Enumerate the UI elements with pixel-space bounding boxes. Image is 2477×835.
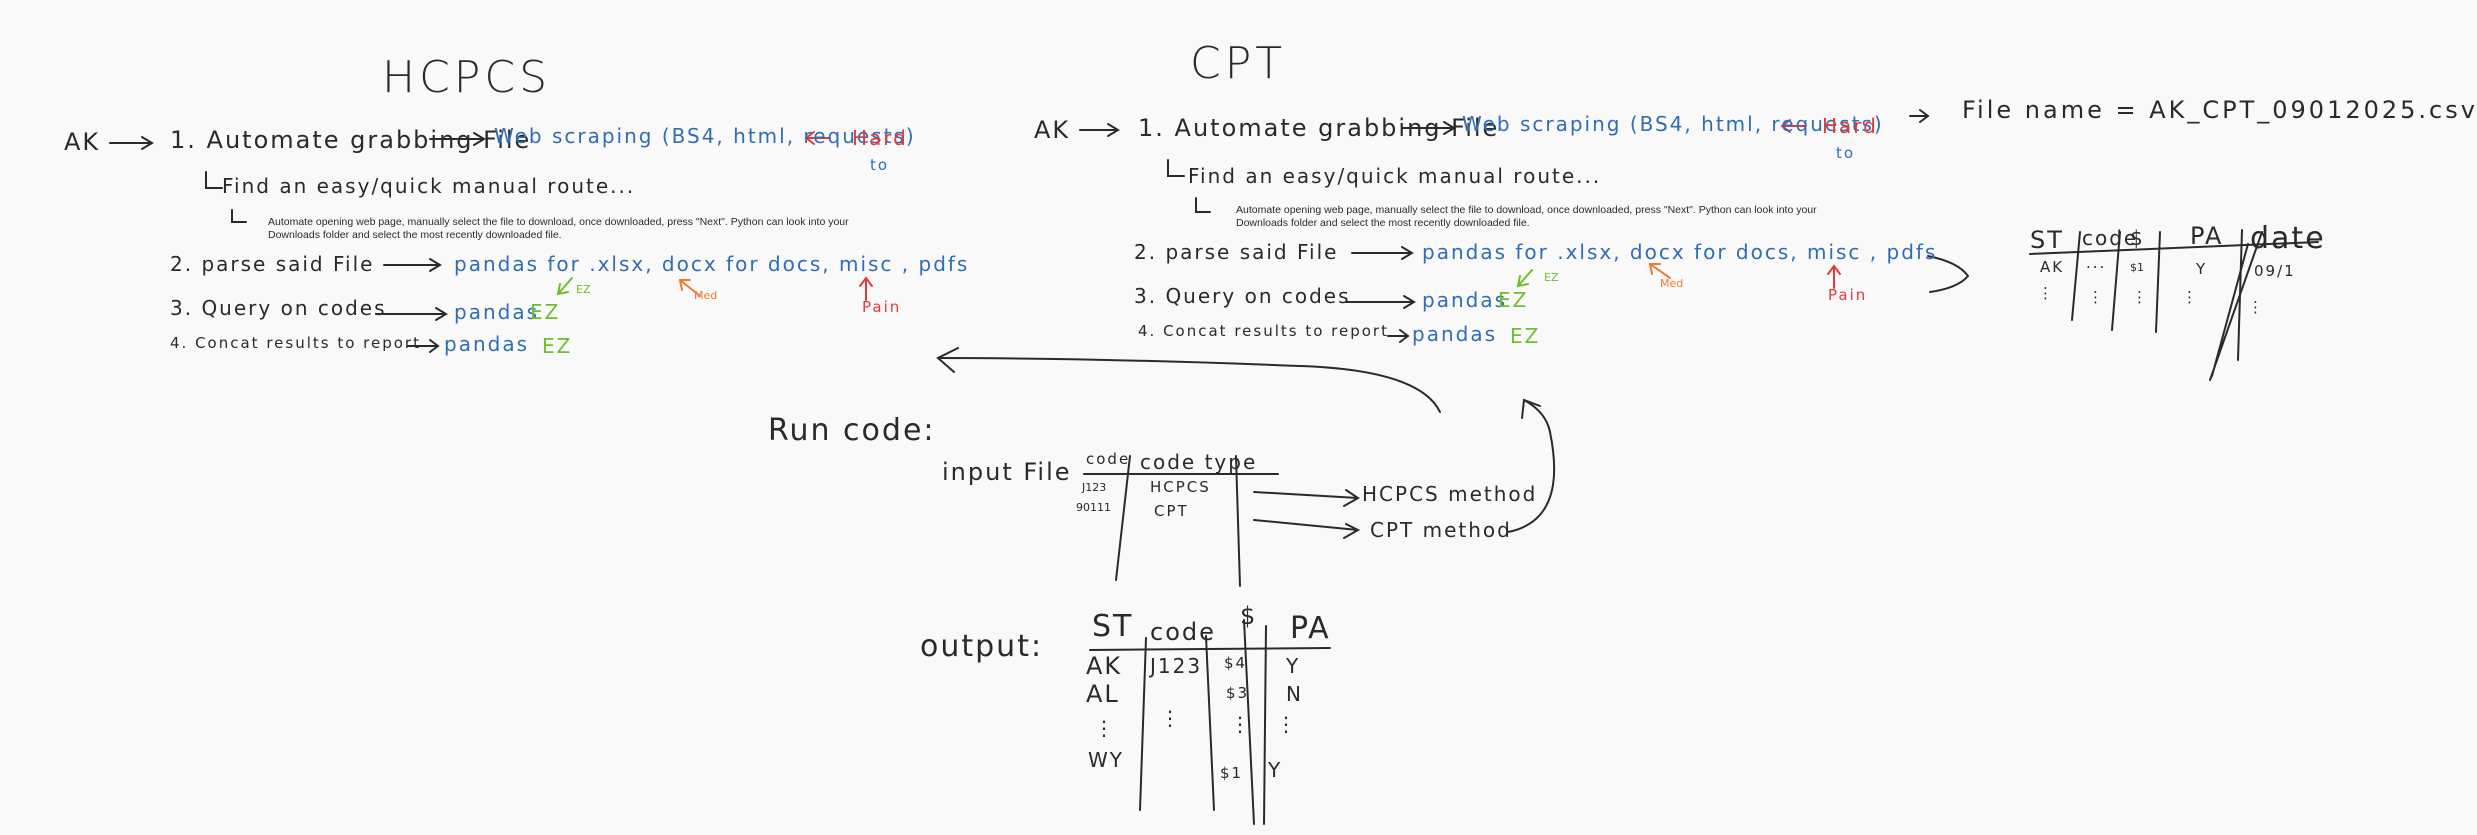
cpt-table-header-pa: PA (2190, 222, 2224, 250)
output-row1-st: AK (1086, 652, 1123, 680)
cpt-filename-label: File name = AK_CPT_09012025.csv (1962, 96, 2477, 124)
cpt-step2-tag-ez: EZ (1544, 271, 1559, 284)
cpt-step3: 3. Query on codes (1134, 284, 1351, 308)
output-row3-pa: Y (1268, 758, 1283, 782)
output-row2-st: AL (1086, 680, 1120, 708)
input-row2-type: CPT (1154, 502, 1189, 520)
output-ellipsis-price: ⋮ (1230, 712, 1250, 736)
hcpcs-step2-tag-ez: EZ (576, 283, 591, 296)
output-ellipsis-code: ⋮ (1160, 706, 1180, 730)
hcpcs-step3-result: pandas (454, 300, 539, 324)
input-row1-code: J123 (1082, 481, 1107, 494)
output-header-pa: PA (1290, 611, 1331, 646)
cpt-step1-result: Web scraping (BS4, html, requests) (1462, 112, 1884, 136)
cpt-step2-tag-pain: Pain (1828, 286, 1868, 304)
output-ellipsis-pa: ⋮ (1276, 712, 1296, 736)
hcpcs-step4-tag: EZ (542, 334, 573, 358)
hcpcs-note: Automate opening web page, manually sele… (268, 216, 849, 241)
output-ellipsis-st: ⋮ (1094, 716, 1114, 740)
cpt-step2-result: pandas for .xlsx, docx for docs, misc , … (1422, 240, 1938, 264)
cpt-table-cell-st: AK (2040, 258, 2065, 276)
output-header-price: $ (1240, 602, 1258, 630)
output-header-code: code (1150, 618, 1216, 646)
cpt-table-header-st: ST (2030, 226, 2064, 254)
cpt-table-cell-price: $1 (2130, 261, 2144, 274)
cpt-state: AK (1034, 116, 1071, 144)
cpt-table-cell-pa: Y (2196, 260, 2208, 278)
hcpcs-step1: 1. Automate grabbing File (170, 126, 532, 154)
input-row1-type: HCPCS (1150, 478, 1211, 496)
cpt-note: Automate opening web page, manually sele… (1236, 204, 1817, 229)
hcpcs-step2-result: pandas for .xlsx, docx for docs, misc , … (454, 252, 970, 276)
hcpcs-step2: 2. parse said File (170, 252, 375, 276)
hcpcs-step2-tag-pain: Pain (862, 298, 902, 316)
cpt-table-ellipsis-st: ⋮ (2038, 284, 2053, 302)
cpt-table-ellipsis-date: ⋮ (2248, 298, 2263, 316)
input-file-label: input File (942, 458, 1072, 486)
output-row1-price: $4 (1224, 654, 1248, 672)
hcpcs-step1-difficulty: Hard (852, 126, 908, 150)
cpt-step1: 1. Automate grabbing File (1138, 114, 1500, 142)
cpt-step2: 2. parse said File (1134, 240, 1339, 264)
output-row1-pa: Y (1286, 654, 1301, 678)
output-row2-price: $3 (1226, 684, 1250, 702)
input-header-code-type: code type (1140, 450, 1258, 474)
cpt-step4: 4. Concat results to report (1138, 322, 1389, 340)
output-row2-pa: N (1286, 682, 1303, 706)
hcpcs-step1-difficulty-suffix: to (870, 156, 890, 174)
cpt-table-ellipsis-pa: ⋮ (2182, 288, 2197, 306)
hcpcs-fallback: Find an easy/quick manual route... (222, 174, 636, 198)
input-header-code: code (1086, 450, 1131, 468)
hcpcs-step3: 3. Query on codes (170, 296, 387, 320)
hcpcs-state: AK (64, 128, 101, 156)
output-row3-st: WY (1088, 748, 1124, 772)
cpt-table-ellipsis-price: ⋮ (2132, 288, 2147, 306)
cpt-step1-difficulty: Hard (1822, 114, 1878, 138)
output-row3-price: $1 (1220, 764, 1244, 782)
cpt-table-header-price: $ (2130, 226, 2145, 250)
cpt-table-header-code: code (2082, 226, 2139, 250)
output-label: output: (920, 629, 1044, 664)
method-cpt: CPT method (1370, 518, 1512, 542)
hcpcs-step4-result: pandas (444, 332, 529, 356)
cpt-step3-result: pandas (1422, 288, 1507, 312)
output-row1-code: J123 (1150, 654, 1203, 678)
cpt-step2-tag-med: Med (1660, 277, 1684, 290)
cpt-table-cell-code: ... (2086, 254, 2107, 272)
method-hcpcs: HCPCS method (1362, 482, 1538, 506)
hcpcs-step1-result: Web scraping (BS4, html, requests) (494, 124, 916, 148)
hcpcs-step2-tag-med: Med (694, 289, 718, 302)
cpt-step4-tag: EZ (1510, 324, 1541, 348)
cpt-step3-tag: EZ (1498, 288, 1529, 312)
cpt-fallback: Find an easy/quick manual route... (1188, 164, 1602, 188)
cpt-table-header-date: date (2250, 221, 2326, 256)
hcpcs-step4: 4. Concat results to report (170, 334, 421, 352)
cpt-title: CPT (1190, 38, 1287, 89)
hcpcs-title: HCPCS (382, 52, 551, 103)
cpt-step1-difficulty-suffix: to (1836, 144, 1856, 162)
cpt-step4-result: pandas (1412, 322, 1497, 346)
hcpcs-step3-tag: EZ (530, 300, 561, 324)
run-code-label: Run code: (768, 413, 936, 448)
input-row2-code: 90111 (1076, 501, 1111, 514)
cpt-table-cell-date: 09/1 (2254, 262, 2296, 280)
cpt-table-ellipsis-code: ⋮ (2088, 288, 2103, 306)
output-header-st: ST (1092, 609, 1134, 644)
